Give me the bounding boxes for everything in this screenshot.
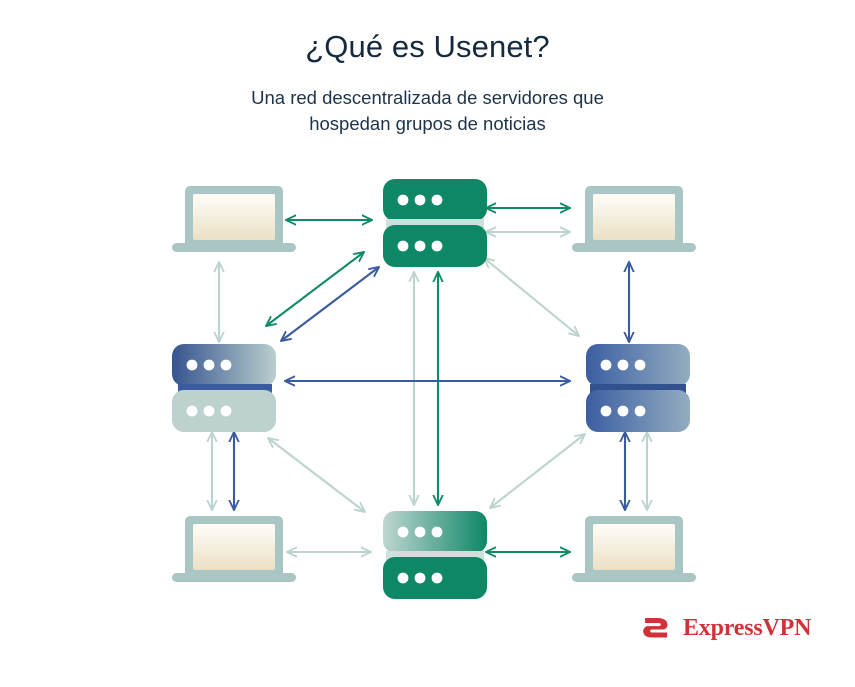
connection-bottom-center-to-middle-right-pale — [490, 434, 585, 508]
connection-top-center-to-middle-right-pale — [484, 258, 579, 336]
server-status-dots — [600, 359, 646, 417]
node-laptop-bottom-left[interactable] — [172, 516, 296, 582]
expressvpn-logo[interactable]: ExpressVPN — [641, 612, 811, 645]
expressvpn-wordmark: ExpressVPN — [683, 615, 812, 641]
node-server-middle-right[interactable] — [586, 344, 690, 432]
page-subtitle-line-1: Una red descentralizada de servidores qu… — [251, 86, 604, 108]
server-status-dots — [186, 359, 232, 417]
server-status-dots — [397, 194, 443, 252]
node-laptop-bottom-right[interactable] — [572, 516, 696, 582]
node-laptop-top-left[interactable] — [172, 186, 296, 252]
server-status-dots — [397, 526, 443, 584]
connection-middle-left-to-top-center-blue — [281, 267, 379, 341]
node-server-bottom-center[interactable] — [383, 511, 487, 599]
connection-middle-left-to-bottom-center-pale — [268, 438, 365, 512]
page-subtitle-line-2: hospedan grupos de noticias — [309, 113, 546, 135]
node-laptop-top-right[interactable] — [572, 186, 696, 252]
expressvpn-e-mark — [643, 617, 668, 638]
node-server-middle-left[interactable] — [172, 344, 276, 432]
connection-middle-left-to-top-center-green — [266, 252, 364, 326]
page-subtitle: Una red descentralizada de servidores qu… — [193, 85, 663, 138]
heading-block: ¿Qué es Usenet? Una red descentralizada … — [0, 28, 855, 137]
connections-layer — [212, 208, 647, 552]
page-title: ¿Qué es Usenet? — [305, 29, 550, 64]
node-server-top-center[interactable] — [383, 179, 487, 267]
